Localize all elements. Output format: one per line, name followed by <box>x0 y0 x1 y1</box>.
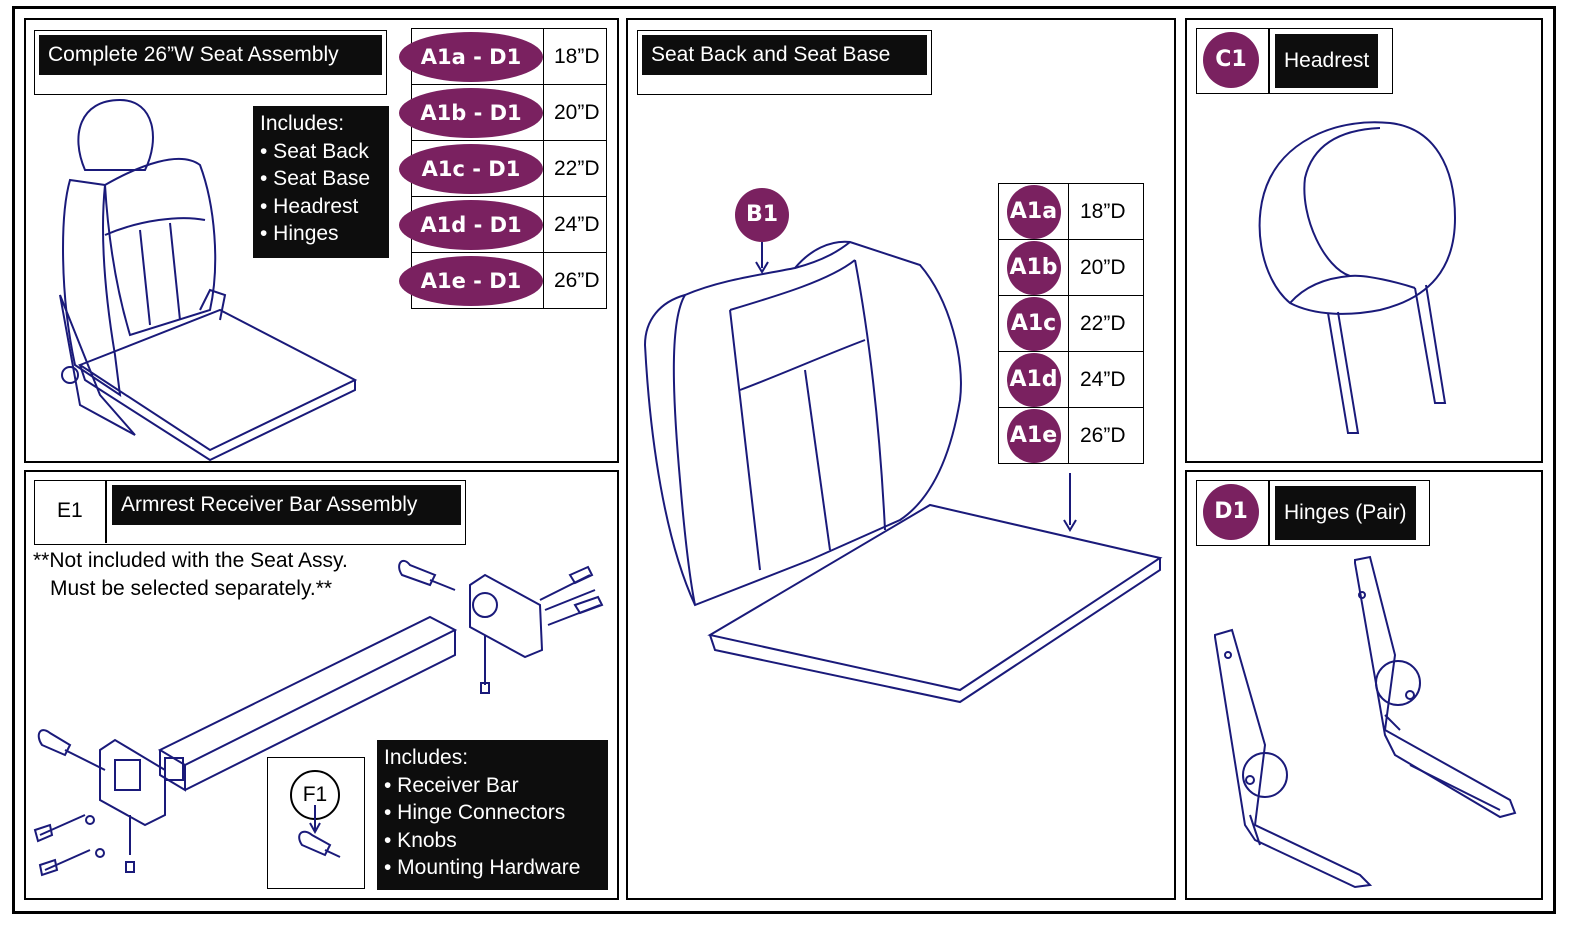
includes-item: • Mounting Hardware <box>384 856 581 879</box>
hinges-illustration <box>1214 555 1517 889</box>
depth-label: 26”D <box>1068 407 1144 464</box>
part-code-badge: A1b - D1 <box>399 87 543 138</box>
includes-item: • Hinges <box>260 222 339 245</box>
part-code-badge: A1c - D1 <box>399 143 543 194</box>
seat-back-base-title: Seat Back and Seat Base <box>642 35 927 75</box>
includes-heading: Includes: <box>384 746 469 769</box>
includes-item: • Hinge Connectors <box>384 801 566 824</box>
depth-label: 24”D <box>543 196 607 253</box>
armrest-title: Armrest Receiver Bar Assembly <box>112 485 461 525</box>
depth-label: 24”D <box>1068 351 1144 408</box>
includes-item: • Seat Back <box>260 139 369 163</box>
seat-back-base-title-box: Seat Back and Seat Base <box>637 30 932 95</box>
armrest-illustration <box>33 559 604 877</box>
part-code-badge: A1e - D1 <box>399 255 543 306</box>
depth-label: 26”D <box>543 252 607 309</box>
headrest-title-box: C1 Headrest <box>1196 28 1393 94</box>
depth-label: 20”D <box>543 84 607 141</box>
hinges-title-box: D1 Hinges (Pair) <box>1196 480 1430 546</box>
depth-label: 20”D <box>1068 239 1144 296</box>
knob-callout-box: F1 <box>267 757 365 889</box>
part-code-badge: A1b <box>1006 240 1061 295</box>
part-code-badge: A1e <box>1006 408 1061 463</box>
depth-label: 22”D <box>1068 295 1144 352</box>
hinges-panel <box>1185 470 1543 900</box>
includes-item: • Seat Base <box>260 167 371 190</box>
seat-back-base-illustration <box>643 240 1163 704</box>
armrest-note-line1: **Not included with the Seat Assy. <box>33 549 348 572</box>
armrest-title-box: E1 Armrest Receiver Bar Assembly <box>34 480 466 545</box>
complete-seat-includes: Includes: • Seat Back • Seat Base • Head… <box>253 106 389 258</box>
armrest-code: E1 <box>57 499 83 522</box>
diagram-frame <box>12 6 1556 914</box>
armrest-note-line2: Must be selected separately.** <box>50 577 333 600</box>
depth-label: 22”D <box>543 140 607 197</box>
depth-label: 18”D <box>1068 183 1144 240</box>
depth-label: 18”D <box>543 28 607 85</box>
headrest-panel <box>1185 18 1543 463</box>
includes-item: • Headrest <box>260 194 359 218</box>
hinges-code-badge: D1 <box>1203 484 1259 540</box>
part-code-badge: A1d - D1 <box>399 199 543 250</box>
hinges-title: Hinges (Pair) <box>1275 486 1416 540</box>
seat-back-callout: B1 <box>735 188 789 242</box>
part-code-badge: A1c <box>1006 296 1061 351</box>
includes-heading: Includes: <box>260 112 345 135</box>
part-code-badge: A1a <box>1006 184 1061 239</box>
armrest-includes: Includes: • Receiver Bar • Hinge Connect… <box>377 740 608 890</box>
complete-seat-title: Complete 26”W Seat Assembly <box>39 35 382 75</box>
includes-item: • Knobs <box>384 828 457 852</box>
complete-seat-illustration <box>59 98 358 462</box>
headrest-illustration <box>1258 121 1457 434</box>
headrest-title: Headrest <box>1275 34 1379 88</box>
complete-seat-title-box: Complete 26”W Seat Assembly <box>34 30 387 95</box>
part-code-badge: A1d <box>1006 352 1061 407</box>
part-code-badge: A1a - D1 <box>399 31 543 82</box>
headrest-code-badge: C1 <box>1203 32 1259 88</box>
includes-item: • Receiver Bar <box>384 773 519 797</box>
